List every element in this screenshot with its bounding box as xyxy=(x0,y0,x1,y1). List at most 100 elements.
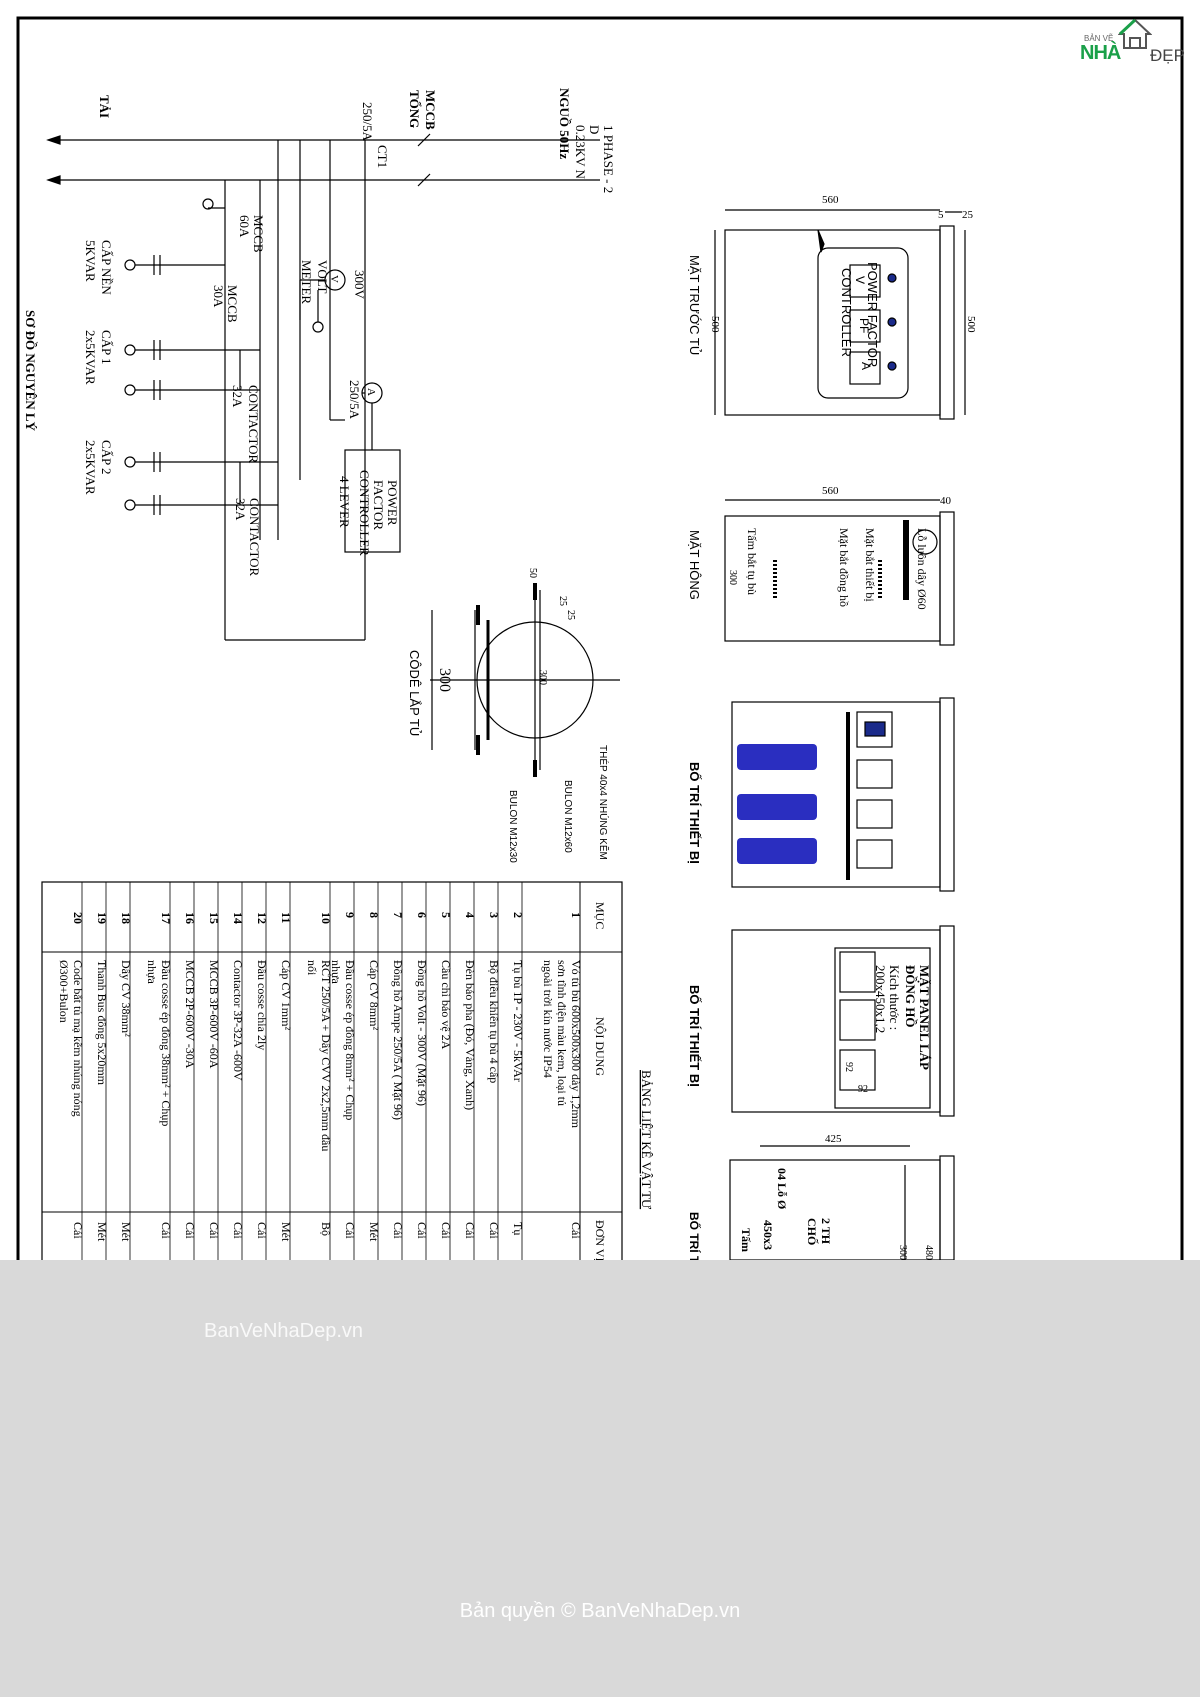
bom-row-unit: Bộ xyxy=(319,1222,333,1236)
bom-row-no: 4 xyxy=(463,912,477,918)
logo-top-text: BẢN VẼ xyxy=(1084,34,1114,43)
front-panel-line-1: POWER FACTOR xyxy=(865,262,880,367)
ct-rating: 250/5A xyxy=(360,102,375,142)
panel-size-value: 200x450x1,2 xyxy=(873,965,888,1033)
bom-row-desc: nhựa xyxy=(329,960,343,985)
bom-row-no: 14 xyxy=(231,912,245,924)
layout-3-labels: BỐ TRÍ T 2 TH CHỐ 04 Lỗ Ø 450x3 Tấm 425 … xyxy=(687,1133,934,1264)
meter-pf-symbol: PF xyxy=(857,318,871,333)
bom-row-desc: Cáp CV 1mm² xyxy=(279,960,293,1030)
source-line-1: 1 PHASE - 2 xyxy=(601,125,616,193)
bom-row-desc: Vỏ tủ bù 600x500x300 dày 1,2mm xyxy=(569,960,583,1129)
copyright-text: Bản quyền © BanVeNhaDep.vn xyxy=(459,1600,741,1622)
side-label-hole: Lỗ luồn dây Ø60 xyxy=(915,528,929,610)
cap1-1: CẤP 1 xyxy=(99,330,114,365)
schematic xyxy=(46,133,600,641)
layout-3-line-1: 2 TH xyxy=(819,1218,833,1245)
bom-row-desc: Cầu chì bảo vệ 2A xyxy=(439,960,453,1050)
bom-row-no: 11 xyxy=(279,912,293,923)
panel-title-1: MẶT PANEL LẮP xyxy=(917,965,932,1070)
bom-row-unit: Mét xyxy=(95,1222,109,1242)
pfc-line-2: FACTOR xyxy=(371,480,386,530)
bom-row-desc: sơn tĩnh điện màu kem, loại tủ xyxy=(555,960,569,1106)
bracket-bolt60-label: BULON M12x60 xyxy=(562,780,573,853)
schematic-title: SƠ ĐỒ NGUYÊN LÝ xyxy=(23,310,38,432)
bom-row-desc: ngoài trời kín nước IP54 xyxy=(541,960,555,1078)
bom-row-unit: Cái xyxy=(391,1222,405,1239)
bom-row-desc: Contactor 3P-32A -600V xyxy=(231,960,245,1081)
bom-row-no: 10 xyxy=(319,912,333,924)
mccb30-2: 30A xyxy=(211,285,226,308)
meter-v-symbol: V xyxy=(853,276,867,284)
bom-header-no: MỤC xyxy=(593,902,607,929)
capacitors xyxy=(737,744,817,864)
panel-dim-a: 92 xyxy=(843,1062,854,1072)
bom-row-unit: Cái xyxy=(415,1222,429,1239)
mccb60-2: 60A xyxy=(237,215,252,238)
contactor1-1: CONTACTOR xyxy=(246,385,261,464)
source-line-3: 0.23KV N xyxy=(573,125,588,180)
bom-row-unit: Cái xyxy=(255,1222,269,1239)
volt-rating: 300V xyxy=(352,270,367,300)
bom-row-unit: Cái xyxy=(569,1222,583,1239)
layout-2-title: BỐ TRÍ THIẾT BỊ xyxy=(687,985,702,1087)
bracket-dim-50: 50 xyxy=(527,568,538,578)
ct-label: CT1 xyxy=(375,145,390,168)
bom-row-no: 17 xyxy=(159,912,173,924)
bracket-dim-outer: 300 xyxy=(436,668,453,692)
layout-3-line-4: 450x3 xyxy=(761,1220,775,1250)
side-dim-depth: 40 xyxy=(940,495,952,507)
bom-title: BẢNG LIỆT KÊ VẬT TƯ xyxy=(639,1070,654,1210)
bom-row-unit: Cái xyxy=(439,1222,453,1239)
bom-row-unit: Mét xyxy=(119,1222,133,1242)
mccb-main-2: TỔNG xyxy=(407,90,422,128)
layout-1-title: BỐ TRÍ THIẾT BỊ xyxy=(687,762,702,864)
bom-row-desc: Thanh Bus đồng 5x20mm xyxy=(95,960,109,1086)
panel-size-label: Kích thước : xyxy=(887,965,902,1030)
bom-row-desc: nối xyxy=(305,960,319,976)
bom-row-desc: Bộ điều khiển tụ bù 4 cấp xyxy=(487,960,501,1083)
bracket-dim-inner: 300 xyxy=(537,670,548,685)
side-dim-inner: 300 xyxy=(727,570,738,585)
contactor1-2: 32A xyxy=(230,385,245,408)
meter-a-symbol: A xyxy=(859,362,873,370)
bom-row-desc: Ø300+Bulon xyxy=(57,960,71,1023)
cap1-2: 2x5KVAR xyxy=(83,330,98,385)
bom-row-no: 3 xyxy=(487,912,501,918)
layout-3-line-2: CHỐ xyxy=(805,1218,820,1245)
front-panel-line-2: CONTROLLER xyxy=(839,268,854,357)
bom-row-unit: Cái xyxy=(71,1222,85,1239)
schematic-labels: SƠ ĐỒ NGUYÊN LÝ 1 PHASE - 2 D 0.23KV N N… xyxy=(23,88,616,577)
front-view-title: MẶT TRƯỚC TỦ xyxy=(687,255,702,355)
side-label-cap: Tấm bắt tụ bù xyxy=(745,528,759,595)
mccb30-1: MCCB xyxy=(225,285,240,323)
cap2-2: 2x5KVAR xyxy=(83,440,98,495)
bracket-steel-label: THÉP 40x4 NHÚNG KẼM xyxy=(597,745,610,860)
pfc-line-4: 4 LEVER xyxy=(337,476,352,528)
side-label-meter: Mặt bắt đồng hồ xyxy=(837,528,851,607)
panel-title-2: ĐỒNG HỒ xyxy=(903,965,918,1027)
bracket-labels: CÔDÊ LẮP TỦ 300 300 50 25 25 THÉP 40x4 N… xyxy=(407,568,610,863)
watermark-text: BanVeNhaDep.vn xyxy=(204,1320,364,1342)
bom-row-no: 18 xyxy=(119,912,133,924)
bom-header-desc: NỘI DUNG xyxy=(593,1017,607,1076)
bom-row-no: 2 xyxy=(511,912,525,918)
pfc-line-1: POWER xyxy=(385,480,400,526)
capacitor-3 xyxy=(737,838,817,864)
bom-row-unit: Cái xyxy=(159,1222,173,1239)
mccb60-1: MCCB xyxy=(251,215,266,253)
contactor2-2: 32A xyxy=(233,498,248,521)
layout-2-labels: BỐ TRÍ THIẾT BỊ MẶT PANEL LẮP ĐỒNG HỒ Kí… xyxy=(687,965,932,1095)
side-view xyxy=(724,499,955,646)
bom-row-desc: Cáp CV 8mm² xyxy=(367,960,381,1030)
bom-row-desc: nhựa xyxy=(145,960,159,985)
load-label: TẢI xyxy=(97,95,112,118)
source-line-2: D xyxy=(587,125,602,134)
bom-row-no: 19 xyxy=(95,912,109,924)
layout-3-title: BỐ TRÍ T xyxy=(687,1212,702,1264)
cap-base-2: 5KVAR xyxy=(83,240,98,282)
contactor2-1: CONTACTOR xyxy=(247,498,262,577)
front-dim-gap: 5 xyxy=(938,209,944,221)
bom-row-unit: Cái xyxy=(463,1222,477,1239)
